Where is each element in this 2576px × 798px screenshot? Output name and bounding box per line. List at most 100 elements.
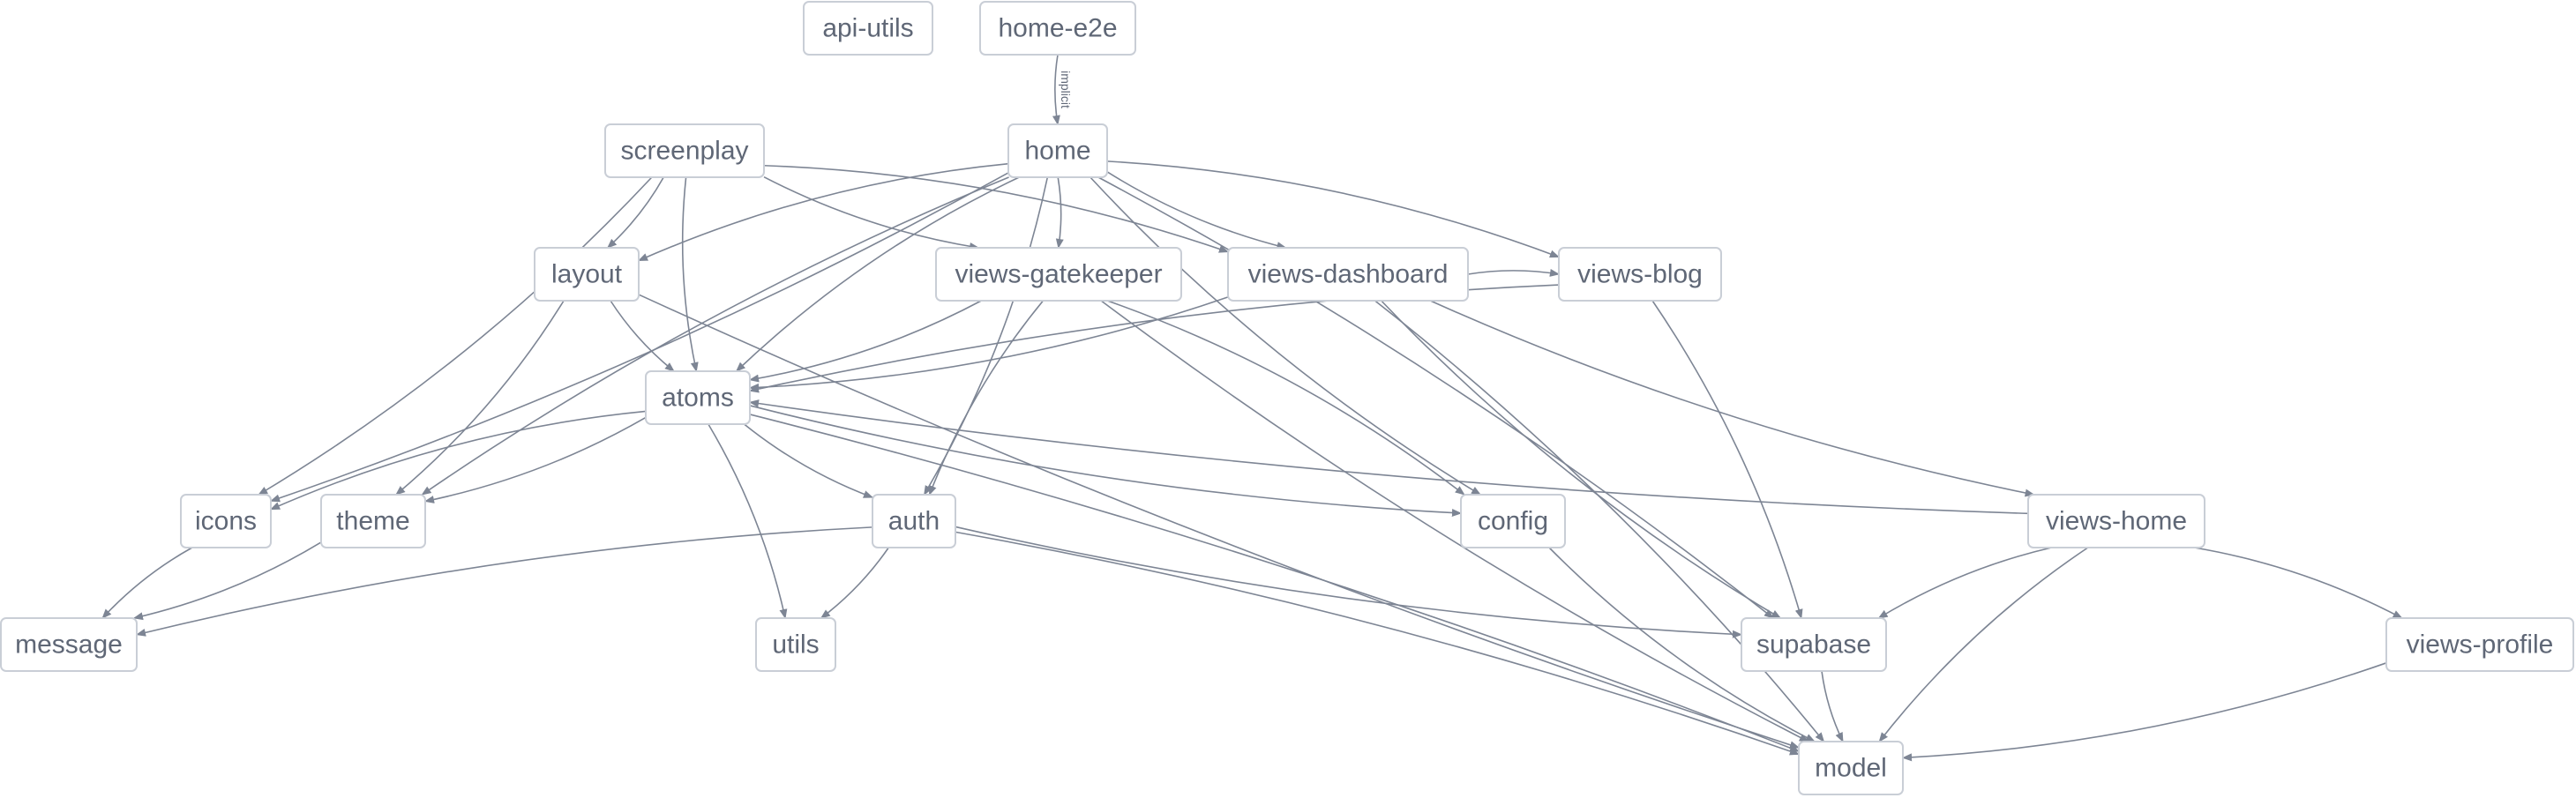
edge-screenplay-to-atoms — [681, 176, 699, 373]
node-auth[interactable]: auth — [872, 494, 956, 548]
edge-screenplay-to-icons — [258, 176, 653, 496]
edge-views-dashboard-to-supabase — [1381, 300, 1782, 619]
node-api-utils[interactable]: api-utils — [803, 1, 933, 56]
edge-views-home-to-views-profile — [2194, 547, 2403, 619]
edge-views-gatekeeper-to-model — [1100, 300, 1809, 742]
edge-views-home-to-model — [1878, 547, 2089, 742]
edge-home-to-layout — [637, 162, 1009, 262]
node-box-screenplay[interactable] — [604, 123, 765, 178]
edge-home-to-theme — [421, 176, 1009, 496]
edge-auth-to-model — [955, 531, 1801, 756]
edge-atoms-to-theme — [423, 416, 647, 503]
edge-home-to-auth — [923, 176, 1049, 496]
node-box-layout[interactable] — [534, 247, 640, 302]
edge-home-to-views-gatekeeper — [1055, 176, 1064, 250]
node-box-views-blog[interactable] — [1558, 247, 1722, 302]
node-views-home[interactable]: views-home — [2027, 494, 2205, 548]
node-label-home-e2e: home-e2e — [998, 14, 1117, 43]
edge-views-gatekeeper-to-config — [1106, 300, 1465, 496]
edge-home-to-supabase — [1097, 176, 1774, 619]
node-box-model[interactable] — [1798, 741, 1904, 795]
node-supabase[interactable]: supabase — [1741, 617, 1887, 672]
node-label-screenplay: screenplay — [620, 137, 748, 166]
edge-layout-to-atoms — [610, 300, 675, 372]
edge-theme-to-message — [132, 541, 322, 621]
node-model[interactable]: model — [1798, 741, 1904, 795]
node-box-home[interactable] — [1007, 123, 1108, 178]
node-label-layout: layout — [551, 260, 623, 289]
node-screenplay[interactable]: screenplay — [604, 123, 765, 178]
edge-screenplay-to-views-gatekeeper — [763, 176, 980, 250]
node-home-e2e[interactable]: home-e2e — [979, 1, 1136, 56]
edge-config-to-model — [1548, 547, 1816, 742]
node-label-model: model — [1815, 754, 1887, 783]
node-label-message: message — [15, 630, 123, 660]
edge-supabase-to-model — [1821, 670, 1844, 743]
node-label-theme: theme — [336, 507, 409, 536]
node-atoms[interactable]: atoms — [645, 370, 751, 425]
node-label-supabase: supabase — [1756, 630, 1871, 660]
node-views-gatekeeper[interactable]: views-gatekeeper — [935, 247, 1182, 302]
edge-home-to-atoms — [735, 176, 1020, 372]
edge-views-dashboard-to-model — [1374, 300, 1825, 742]
edge-atoms-to-auth — [743, 423, 874, 498]
edge-auth-to-utils — [820, 547, 889, 619]
node-theme[interactable]: theme — [320, 494, 426, 548]
edge-atoms-to-config — [749, 405, 1463, 518]
node-views-profile[interactable]: views-profile — [2385, 617, 2574, 672]
edge-atoms-to-model — [749, 414, 1801, 752]
edge-screenplay-to-views-dashboard — [763, 164, 1230, 253]
edge-label-home-e2e-to-home: implicit — [1059, 71, 1073, 108]
node-box-theme[interactable] — [320, 494, 426, 548]
node-box-views-dashboard[interactable] — [1227, 247, 1469, 302]
edge-views-dashboard-to-atoms — [748, 296, 1229, 392]
node-box-atoms[interactable] — [645, 370, 751, 425]
edge-views-gatekeeper-to-auth — [928, 300, 1045, 496]
node-label-config: config — [1478, 507, 1548, 536]
node-box-message[interactable] — [0, 617, 138, 672]
node-label-home: home — [1024, 137, 1090, 166]
edge-views-gatekeeper-to-atoms — [748, 300, 982, 383]
edge-icons-to-message — [101, 547, 193, 619]
edge-screenplay-to-layout — [606, 176, 664, 249]
node-layout[interactable]: layout — [534, 247, 640, 302]
edge-views-dashboard-to-views-home — [1429, 300, 2035, 497]
node-box-views-home[interactable] — [2027, 494, 2205, 548]
node-label-utils: utils — [772, 630, 819, 660]
node-views-dashboard[interactable]: views-dashboard — [1227, 247, 1469, 302]
node-box-auth[interactable] — [872, 494, 956, 548]
node-box-icons[interactable] — [180, 494, 272, 548]
node-home[interactable]: home — [1007, 123, 1108, 178]
edge-home-to-views-dashboard — [1106, 171, 1287, 250]
edge-home-to-icons — [269, 172, 1009, 503]
node-box-supabase[interactable] — [1741, 617, 1887, 672]
edge-home-to-views-blog — [1106, 160, 1561, 258]
edge-auth-to-supabase — [955, 526, 1743, 638]
edge-home-e2e-to-home — [1052, 54, 1060, 126]
node-box-views-profile[interactable] — [2385, 617, 2574, 672]
edge-views-home-to-atoms — [748, 399, 2029, 515]
node-label-auth: auth — [888, 507, 940, 536]
node-box-utils[interactable] — [755, 617, 836, 672]
node-utils[interactable]: utils — [755, 617, 836, 672]
node-box-views-gatekeeper[interactable] — [935, 247, 1182, 302]
edge-auth-to-message — [135, 526, 873, 637]
edges-layer — [101, 54, 2403, 762]
node-label-views-dashboard: views-dashboard — [1248, 260, 1449, 289]
edge-views-home-to-supabase — [1877, 547, 2052, 619]
edge-atoms-to-utils — [708, 423, 788, 620]
node-message[interactable]: message — [0, 617, 138, 672]
node-icons[interactable]: icons — [180, 494, 272, 548]
node-label-views-profile: views-profile — [2407, 630, 2554, 660]
node-views-blog[interactable]: views-blog — [1558, 247, 1722, 302]
edge-layout-to-theme — [395, 300, 565, 496]
node-box-api-utils[interactable] — [803, 1, 933, 56]
node-box-home-e2e[interactable] — [979, 1, 1136, 56]
edge-layout-to-model — [638, 294, 1801, 750]
node-config[interactable]: config — [1460, 494, 1566, 548]
node-box-config[interactable] — [1460, 494, 1566, 548]
node-label-icons: icons — [195, 507, 257, 536]
node-label-views-gatekeeper: views-gatekeeper — [955, 260, 1162, 289]
